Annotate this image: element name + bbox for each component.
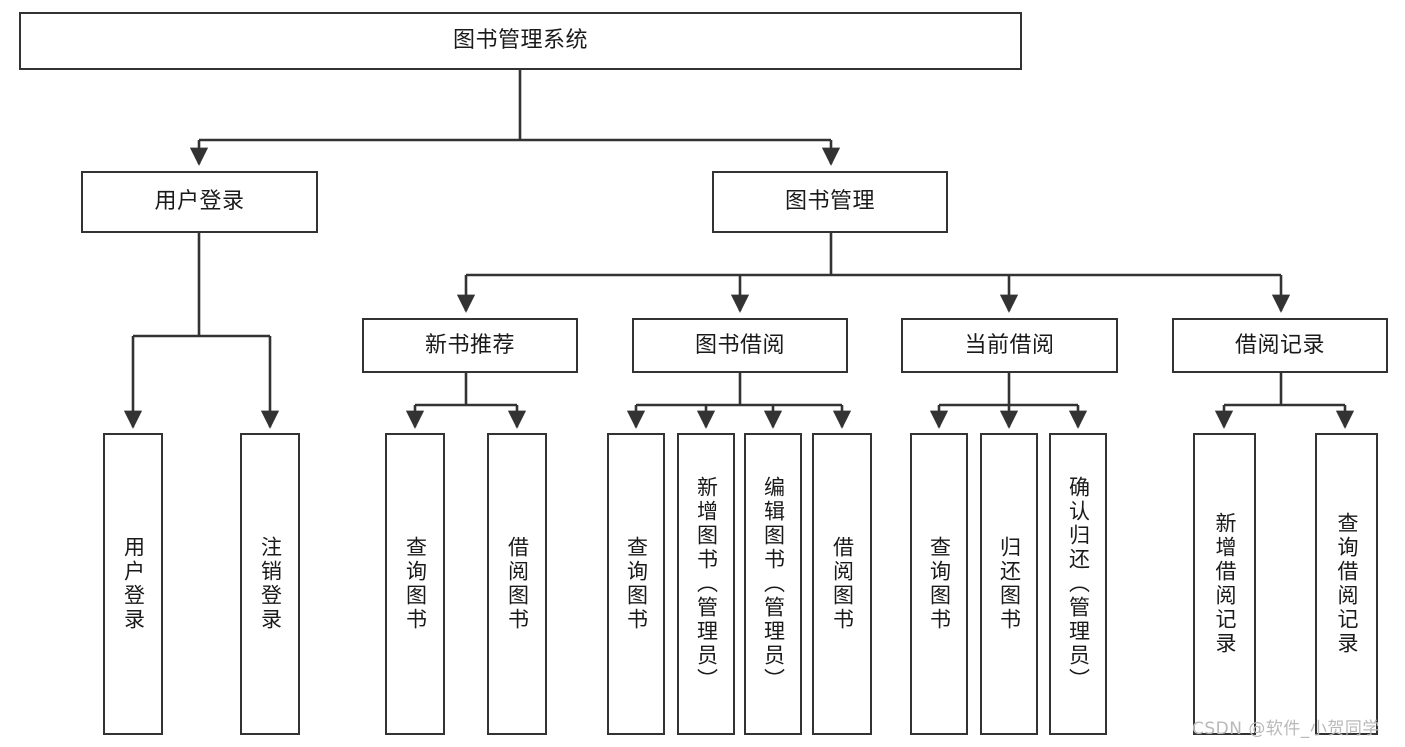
node-label: 新增借阅记录 [1213, 512, 1237, 656]
node-label: 当前借阅 [964, 332, 1055, 358]
node-label: 借阅图书 [830, 536, 855, 632]
node-leaf-borrow-book-1[interactable]: 借阅图书 [487, 433, 547, 735]
node-label: 确认归还（管理员） [1066, 476, 1091, 692]
node-user-login[interactable]: 用户登录 [81, 171, 318, 233]
node-label: 借阅记录 [1234, 332, 1325, 358]
node-label: 新增图书（管理员） [694, 476, 719, 692]
node-leaf-user-login[interactable]: 用户登录 [103, 433, 163, 735]
node-leaf-query-book-2[interactable]: 查询图书 [607, 433, 665, 735]
node-label: 注销登录 [258, 536, 283, 632]
node-book-borrow[interactable]: 图书借阅 [632, 318, 848, 373]
node-leaf-borrow-book-2[interactable]: 借阅图书 [812, 433, 872, 735]
node-leaf-query-book-3[interactable]: 查询图书 [910, 433, 968, 735]
node-borrow-record[interactable]: 借阅记录 [1172, 318, 1388, 373]
node-label: 查询图书 [624, 536, 649, 632]
node-label: 查询图书 [927, 536, 952, 632]
node-leaf-query-record[interactable]: 查询借阅记录 [1315, 433, 1378, 735]
node-leaf-logout-login[interactable]: 注销登录 [240, 433, 300, 735]
node-label: 编辑图书（管理员） [761, 476, 786, 692]
node-label: 新书推荐 [424, 332, 515, 358]
node-label: 图书管理 [784, 189, 875, 215]
node-label: 查询图书 [403, 536, 428, 632]
node-label: 图书借阅 [694, 332, 785, 358]
node-new-book-recommend[interactable]: 新书推荐 [362, 318, 578, 373]
node-leaf-query-book-1[interactable]: 查询图书 [385, 433, 445, 735]
node-book-management[interactable]: 图书管理 [712, 171, 948, 233]
node-leaf-confirm-return[interactable]: 确认归还（管理员） [1049, 433, 1107, 735]
node-current-borrow[interactable]: 当前借阅 [901, 318, 1118, 373]
node-root-system[interactable]: 图书管理系统 [19, 12, 1022, 70]
node-label: 用户登录 [154, 189, 245, 215]
node-leaf-edit-book[interactable]: 编辑图书（管理员） [744, 433, 802, 735]
node-leaf-add-record[interactable]: 新增借阅记录 [1193, 433, 1256, 735]
node-label: 借阅图书 [505, 536, 530, 632]
node-label: 归还图书 [997, 536, 1022, 632]
node-label: 查询借阅记录 [1335, 512, 1359, 656]
node-label: 用户登录 [121, 536, 146, 632]
node-label: 图书管理系统 [452, 28, 588, 54]
node-leaf-return-book[interactable]: 归还图书 [980, 433, 1038, 735]
node-leaf-add-book[interactable]: 新增图书（管理员） [677, 433, 735, 735]
